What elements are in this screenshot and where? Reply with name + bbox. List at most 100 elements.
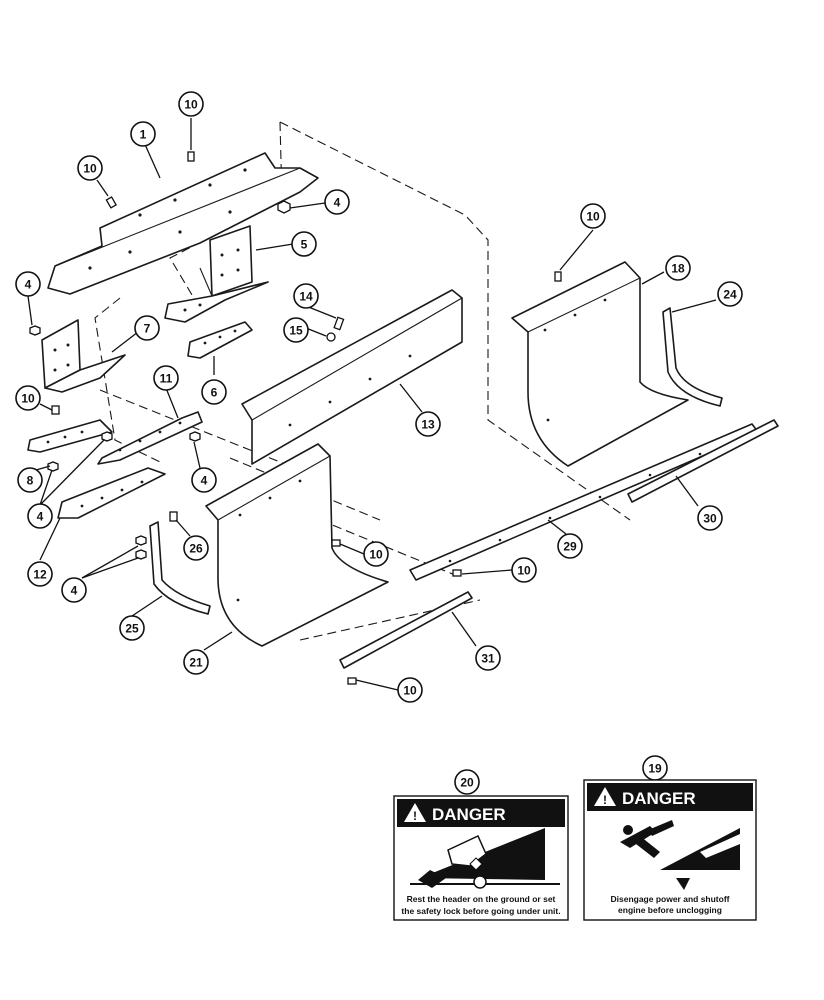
part-1-top-plate <box>47 152 319 295</box>
callout-circle <box>15 271 41 297</box>
callout-number: 4 <box>25 278 32 292</box>
callout-number: 5 <box>301 238 308 252</box>
callout-circle <box>580 203 606 229</box>
callout-number: 24 <box>723 288 737 302</box>
callout-circle <box>697 505 723 531</box>
callout-number: 10 <box>369 548 383 562</box>
callout-number: 10 <box>184 98 198 112</box>
callout-26: 26 <box>183 535 209 561</box>
callout-18: 18 <box>665 255 691 281</box>
callout-circle <box>134 315 160 341</box>
callout-circle <box>61 577 87 603</box>
callout-number: 4 <box>334 196 341 210</box>
decal-19-danger-word: DANGER <box>622 789 696 808</box>
callout-number: 25 <box>125 622 139 636</box>
callout-number: 18 <box>671 262 685 276</box>
decal-20: ! DANGER Rest the header on the ground o… <box>393 795 569 921</box>
callout-10: 10 <box>77 155 103 181</box>
callout-12: 12 <box>27 561 53 587</box>
part-21-shield <box>205 443 389 647</box>
callout-21: 21 <box>183 649 209 675</box>
callout-4: 4 <box>191 467 217 493</box>
callout-circle <box>557 533 583 559</box>
callout-number: 10 <box>403 684 417 698</box>
callout-number: 10 <box>586 210 600 224</box>
callout-10: 10 <box>178 91 204 117</box>
callout-14: 14 <box>293 283 319 309</box>
callout-number: 4 <box>201 474 208 488</box>
callout-number: 10 <box>83 162 97 176</box>
callout-number: 6 <box>211 386 218 400</box>
callout-number: 13 <box>421 418 435 432</box>
part-18-shield <box>511 261 689 467</box>
decal-20-line-1: Rest the header on the ground or set <box>407 894 556 904</box>
callout-29: 29 <box>557 533 583 559</box>
svg-text:!: ! <box>413 809 417 823</box>
callout-30: 30 <box>697 505 723 531</box>
part-30-strip <box>627 419 779 503</box>
callout-11: 11 <box>153 365 179 391</box>
callout-10: 10 <box>15 385 41 411</box>
part-6-plate <box>187 321 253 359</box>
part-24-strap <box>662 307 723 407</box>
callout-number: 26 <box>189 542 203 556</box>
decal-20-header <box>397 799 565 827</box>
callout-circle <box>324 189 350 215</box>
callout-circle <box>119 615 145 641</box>
callout-circle <box>397 677 423 703</box>
callout-10: 10 <box>397 677 423 703</box>
callout-circle <box>717 281 743 307</box>
callout-number: 12 <box>33 568 47 582</box>
part-5-bracket <box>164 225 269 323</box>
callout-number: 4 <box>37 510 44 524</box>
callout-circle <box>475 645 501 671</box>
decal-19-header <box>587 783 753 811</box>
callout-circle <box>153 365 179 391</box>
crush-hazard-pictogram <box>410 828 560 889</box>
callout-number: 7 <box>144 322 151 336</box>
callout-circle <box>454 769 480 795</box>
callout-number: 29 <box>563 540 577 554</box>
callout-circle <box>415 411 441 437</box>
svg-text:!: ! <box>603 793 607 807</box>
callout-4: 4 <box>27 503 53 529</box>
callout-8: 8 <box>17 467 43 493</box>
callout-circle <box>293 283 319 309</box>
callout-circle <box>17 467 43 493</box>
callout-layer: 1101045471415611101310182484412264251010… <box>15 91 743 795</box>
part-31-strip <box>339 591 473 669</box>
callout-10: 10 <box>363 541 389 567</box>
callout-5: 5 <box>291 231 317 257</box>
callout-circle <box>665 255 691 281</box>
callout-10: 10 <box>580 203 606 229</box>
callout-circle <box>201 379 227 405</box>
callout-number: 20 <box>460 776 474 790</box>
callout-24: 24 <box>717 281 743 307</box>
decal-19-line-1: Disengage power and shutoff <box>610 894 729 904</box>
decal-20-line-2: the safety lock before going under unit. <box>401 906 560 916</box>
callout-circle <box>191 467 217 493</box>
callout-number: 14 <box>299 290 313 304</box>
callout-25: 25 <box>119 615 145 641</box>
callout-circle <box>183 535 209 561</box>
callout-number: 11 <box>160 372 173 386</box>
callout-number: 10 <box>517 564 531 578</box>
callout-15: 15 <box>283 317 309 343</box>
warning-triangle-icon <box>404 803 426 822</box>
callout-circle <box>15 385 41 411</box>
part-13-channel <box>241 289 463 465</box>
part-25-strap <box>149 521 211 615</box>
callout-circle <box>291 231 317 257</box>
hardware <box>29 151 562 685</box>
callout-4: 4 <box>61 577 87 603</box>
callout-number: 21 <box>189 656 203 670</box>
part-7-bracket <box>41 319 126 393</box>
callout-number: 15 <box>289 324 303 338</box>
decal-20-danger-word: DANGER <box>432 805 506 824</box>
entanglement-hazard-pictogram <box>620 820 740 890</box>
callout-10: 10 <box>511 557 537 583</box>
callout-number: 30 <box>703 512 717 526</box>
decal-19: ! DANGER Disengage power and shutoff eng… <box>583 779 757 921</box>
callout-4: 4 <box>15 271 41 297</box>
decal-19-line-2: engine before unclogging <box>618 905 722 915</box>
